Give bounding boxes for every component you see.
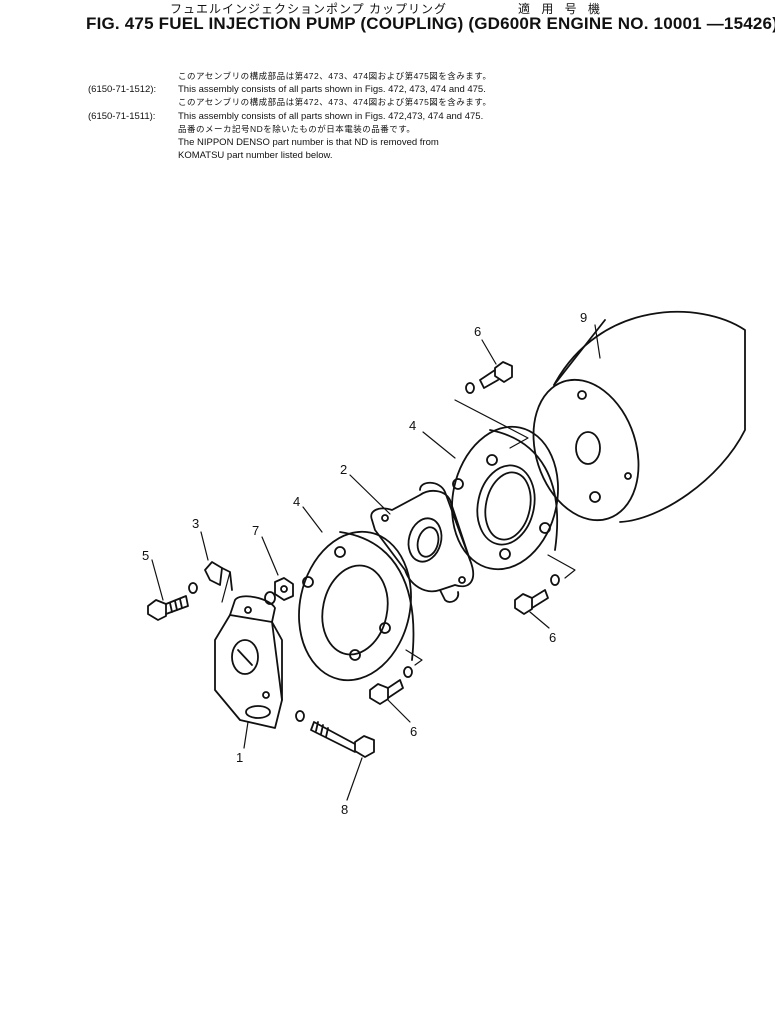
applicability-label: 適 用 号 機 — [518, 2, 605, 16]
part-9-pump-housing — [532, 310, 746, 523]
part-5-bolt — [147, 582, 198, 621]
part-7-nut — [264, 577, 294, 605]
part-8-long-bolt — [295, 710, 375, 758]
callout-4-right: 4 — [409, 418, 416, 433]
alignment-lines — [221, 399, 576, 666]
note-part-number: (6150-71-1511): — [88, 110, 156, 122]
callout-1: 1 — [236, 750, 243, 765]
callout-6-bottom: 6 — [410, 724, 417, 739]
part-6-bolt-top — [465, 361, 513, 394]
callout-7: 7 — [252, 523, 259, 538]
note-text: 品番のメーカ記号NDを除いたものが日本電装の品番です。 — [178, 123, 416, 134]
note-text: KOMATSU part number listed below. — [178, 150, 333, 162]
callout-9: 9 — [580, 310, 587, 325]
callout-5: 5 — [142, 548, 149, 563]
part-3-clip — [204, 561, 233, 591]
note-text: このアセンブリの構成部品は第472、473、474図および第475図を含みます。 — [178, 71, 492, 81]
callout-6-top: 6 — [474, 324, 481, 339]
callout-3: 3 — [192, 516, 199, 531]
part-6-bolt-bottom — [369, 666, 413, 705]
note-text: This assembly consists of all parts show… — [178, 84, 486, 96]
callout-4-left: 4 — [293, 494, 300, 509]
leader-lines — [151, 324, 601, 801]
part-4-flange-ring-right — [451, 425, 559, 571]
part-2-coupling-plate — [370, 481, 475, 603]
note-text: このアセンブリの構成部品は第472、473、474図および第475図を含みます。 — [178, 97, 492, 108]
callout-6-right: 6 — [549, 630, 556, 645]
note-text: The NIPPON DENSO part number is that ND … — [178, 136, 439, 148]
japanese-title: フュエルインジェクションポンプ カップリング — [170, 2, 447, 16]
callout-2: 2 — [340, 462, 347, 477]
part-6-bolt-right — [514, 574, 560, 615]
note-text: This assembly consists of all parts show… — [178, 110, 484, 122]
note-part-number: (6150-71-1512): — [88, 84, 157, 96]
callout-8: 8 — [341, 802, 348, 817]
figure-title: FIG. 475 FUEL INJECTION PUMP (COUPLING) … — [86, 14, 775, 33]
part-1-bracket — [214, 595, 283, 729]
part-4-flange-ring-left — [298, 530, 415, 682]
